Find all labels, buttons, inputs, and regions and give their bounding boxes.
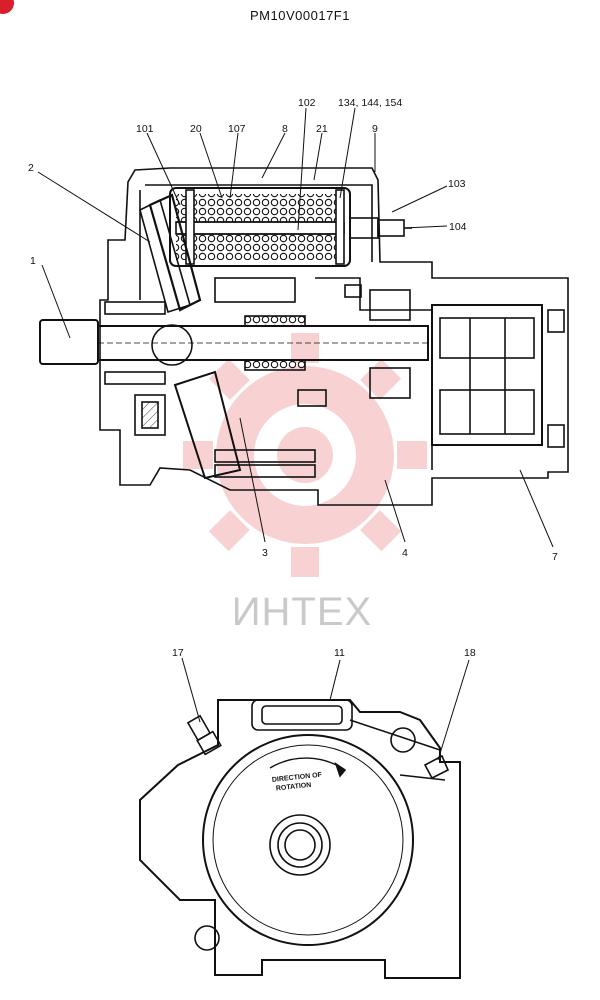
callout-18: 18 — [464, 647, 476, 659]
corner-badge — [0, 0, 14, 14]
fitting-18 — [423, 754, 450, 780]
top-port — [251, 699, 353, 731]
callout-7: 7 — [552, 551, 558, 563]
callout-3: 3 — [262, 547, 268, 559]
drawing-code: PM10V00017F1 — [250, 8, 350, 23]
callout-2: 2 — [28, 162, 34, 174]
callout-20: 20 — [190, 123, 202, 135]
callout-17: 17 — [172, 647, 184, 659]
callout-11: 11 — [334, 647, 345, 659]
rotation-plate-line1: DIRECTION OF — [272, 772, 323, 784]
shaft-end — [269, 814, 331, 876]
pump-housing — [99, 167, 569, 506]
callout-21: 21 — [316, 123, 328, 135]
callout-104: 104 — [449, 221, 467, 233]
callout-102: 102 — [298, 97, 316, 109]
swash-plate — [148, 193, 202, 312]
section-view — [39, 167, 569, 506]
callout-101: 101 — [136, 123, 154, 135]
end-view-flange — [139, 699, 461, 979]
callout-4: 4 — [402, 547, 408, 559]
callout-103: 103 — [448, 178, 466, 190]
callout-107: 107 — [228, 123, 246, 135]
rotation-plate-line2: ROTATION — [276, 782, 312, 793]
bolt-hole-top-right — [390, 727, 416, 753]
bolt-hole-bottom-left — [194, 925, 220, 951]
input-shaft — [39, 319, 99, 365]
callout-9: 9 — [372, 123, 378, 135]
pump-body-circle — [202, 734, 414, 946]
callout-1: 1 — [30, 255, 36, 267]
gear-pump — [431, 304, 543, 446]
callout-8: 8 — [282, 123, 288, 135]
watermark-text: ИНТЕХ — [232, 590, 372, 634]
callout-134-144-154: 134, 144, 154 — [338, 97, 402, 109]
end-view — [139, 699, 461, 979]
leader-lines-end — [181, 657, 470, 761]
leader-lines-section — [37, 107, 554, 548]
